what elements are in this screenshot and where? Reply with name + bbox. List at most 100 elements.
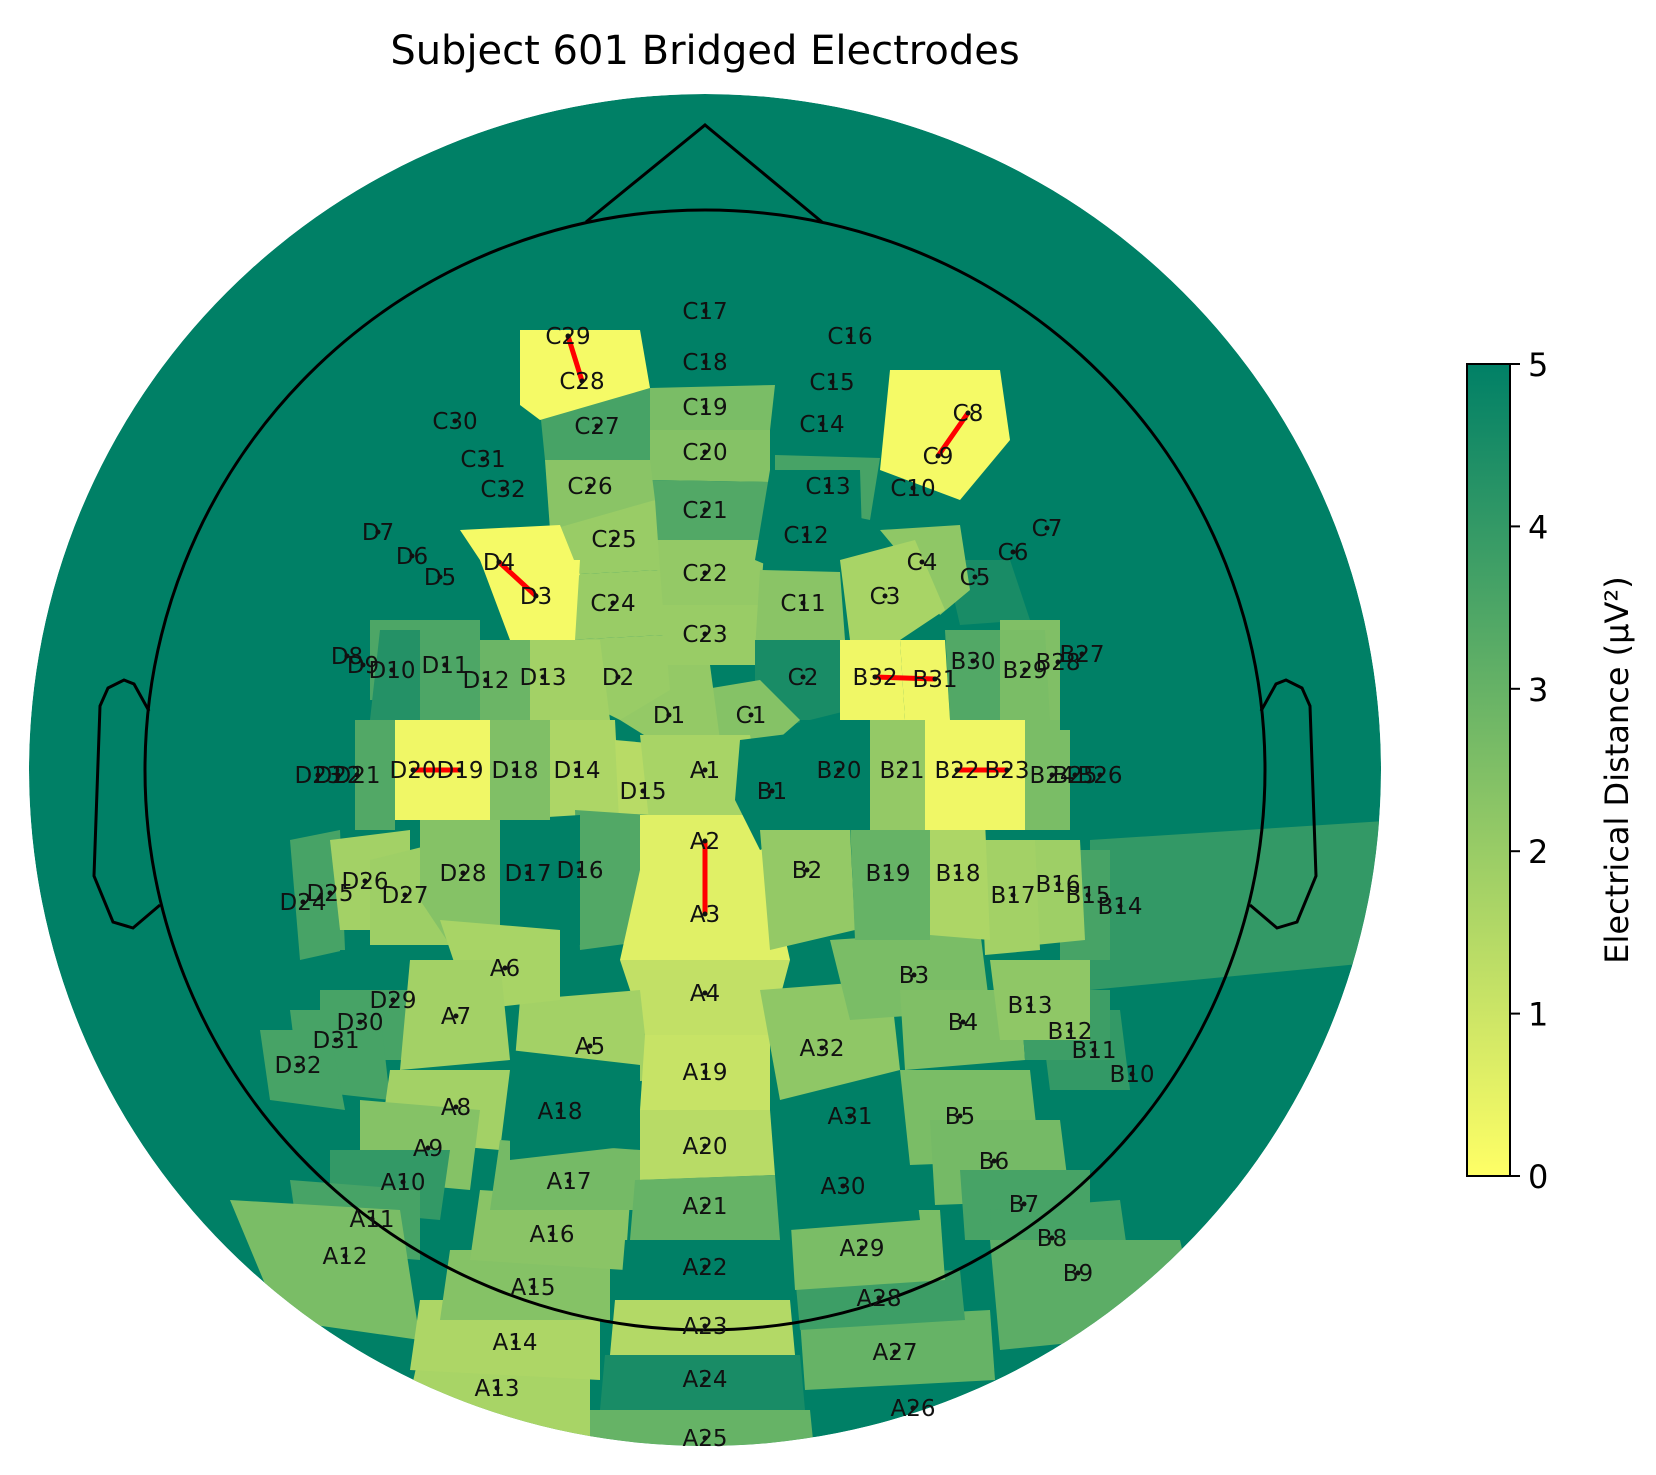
electrode-label-C25: C25 — [591, 527, 636, 553]
electrode-label-D24: D24 — [280, 890, 327, 916]
electrode-label-C23: C23 — [682, 622, 727, 648]
electrode-dot-A24 — [702, 1376, 708, 1382]
electrode-label-C27: C27 — [574, 414, 619, 440]
electrode-label-D3: D3 — [520, 584, 552, 610]
cell-A18 — [510, 1050, 640, 1160]
bridge-C8-C9 — [935, 411, 971, 458]
electrode-dot-A20 — [702, 1143, 708, 1149]
electrode-label-C3: C3 — [870, 584, 901, 610]
electrode-label-D19: D19 — [437, 758, 484, 784]
electrode-label-D10: D10 — [369, 658, 416, 684]
electrode-dot-C16 — [847, 333, 853, 339]
electrode-dot-A8 — [453, 1104, 459, 1110]
cell-B30 — [945, 630, 1000, 720]
electrode-dot-D28 — [460, 870, 466, 876]
electrode-label-D31: D31 — [313, 1028, 360, 1054]
electrode-label-C24: C24 — [590, 591, 635, 617]
cell-C21 — [650, 480, 770, 540]
electrode-dot-C4 — [919, 559, 925, 565]
electrode-label-B26: B26 — [1077, 763, 1122, 789]
cell-D17 — [500, 815, 580, 945]
electrode-dot-B21 — [899, 767, 905, 773]
electrode-label-A2: A2 — [690, 829, 720, 855]
cell-C12 — [755, 470, 862, 585]
electrode-label-A32: A32 — [799, 1036, 844, 1062]
electrode-dot-A18 — [557, 1108, 563, 1114]
cell-C19 — [650, 385, 775, 430]
cell-B32 — [840, 640, 905, 720]
electrode-label-B3: B3 — [899, 963, 929, 989]
cell-C18 — [650, 345, 775, 388]
electrode-dot-C12 — [803, 532, 809, 538]
colorbar-tick-label-2: 2 — [1528, 833, 1548, 871]
electrode-label-A1: A1 — [690, 758, 720, 784]
electrode-label-B8: B8 — [1037, 1226, 1067, 1252]
electrode-label-C8: C8 — [953, 401, 984, 427]
electrode-dot-A13 — [494, 1385, 500, 1391]
electrode-label-A27: A27 — [872, 1340, 917, 1366]
electrode-dot-D3 — [533, 593, 539, 599]
electrode-dot-D30 — [357, 1019, 363, 1025]
electrode-dot-A11 — [369, 1216, 375, 1222]
electrode-label-C22: C22 — [682, 561, 727, 587]
electrode-dot-B7 — [1021, 1201, 1027, 1207]
cell-C23 — [660, 605, 760, 665]
electrode-label-D18: D18 — [492, 758, 539, 784]
electrode-dot-A31 — [847, 1113, 853, 1119]
cell-D10 — [370, 630, 420, 720]
cell-A24 — [600, 1355, 805, 1410]
electrode-label-A30: A30 — [820, 1174, 865, 1200]
cell-D12 — [480, 640, 530, 720]
cell-D19 — [440, 720, 490, 820]
electrode-label-D29: D29 — [370, 988, 417, 1014]
electrode-dot-B4 — [960, 1019, 966, 1025]
electrode-label-C18: C18 — [682, 350, 727, 376]
cell-C20 — [650, 430, 770, 482]
cell-A1 — [640, 735, 765, 830]
topomap — [29, 94, 1381, 1446]
cell-D11 — [420, 620, 480, 720]
electrode-label-D4: D4 — [483, 550, 515, 576]
electrode-label-C20: C20 — [682, 440, 727, 466]
electrode-label-B2: B2 — [792, 858, 822, 884]
electrode-dot-B24 — [1049, 772, 1055, 778]
electrode-label-C10: C10 — [890, 476, 935, 502]
electrode-label-C28: C28 — [559, 369, 604, 395]
cell-B20 — [800, 720, 870, 830]
electrode-label-A12: A12 — [322, 1244, 367, 1270]
electrode-label-A15: A15 — [510, 1275, 555, 1301]
electrode-label-C5: C5 — [960, 565, 991, 591]
cell-B23 — [980, 720, 1025, 830]
nose — [585, 123, 823, 224]
cell-B29 — [985, 630, 1050, 720]
chart-title: Subject 601 Bridged Electrodes — [390, 28, 1019, 74]
electrode-label-B17: B17 — [990, 883, 1035, 909]
electrode-label-D8: D8 — [331, 644, 363, 670]
cell-A23 — [610, 1300, 795, 1355]
electrode-label-A29: A29 — [839, 1236, 884, 1262]
electrode-label-D12: D12 — [463, 668, 510, 694]
electrode-dot-D6 — [409, 553, 415, 559]
cell-A25 — [590, 1410, 815, 1446]
electrode-dot-D20 — [410, 767, 416, 773]
electrode-dot-C30 — [452, 418, 458, 424]
electrode-dot-C21 — [702, 507, 708, 513]
electrode-label-B5: B5 — [945, 1104, 975, 1130]
electrode-dot-C8 — [965, 410, 971, 416]
electrode-label-A16: A16 — [529, 1222, 574, 1248]
electrode-label-D6: D6 — [396, 544, 428, 570]
electrode-dot-C31 — [480, 456, 486, 462]
electrode-dot-B6 — [991, 1158, 997, 1164]
electrode-label-A20: A20 — [682, 1134, 727, 1160]
electrode-label-A24: A24 — [682, 1367, 727, 1393]
electrode-label-A4: A4 — [690, 981, 720, 1007]
electrode-dot-B9 — [1075, 1270, 1081, 1276]
cell-B19 — [850, 820, 930, 940]
cell-C28 — [520, 330, 650, 420]
electrode-dot-C18 — [702, 359, 708, 365]
electrode-label-B31: B31 — [912, 667, 957, 693]
electrode-labels: C17C18C19C20C21C22C23C16C15C14C13C12C11C… — [275, 299, 1155, 1452]
electrode-dot-C15 — [829, 379, 835, 385]
